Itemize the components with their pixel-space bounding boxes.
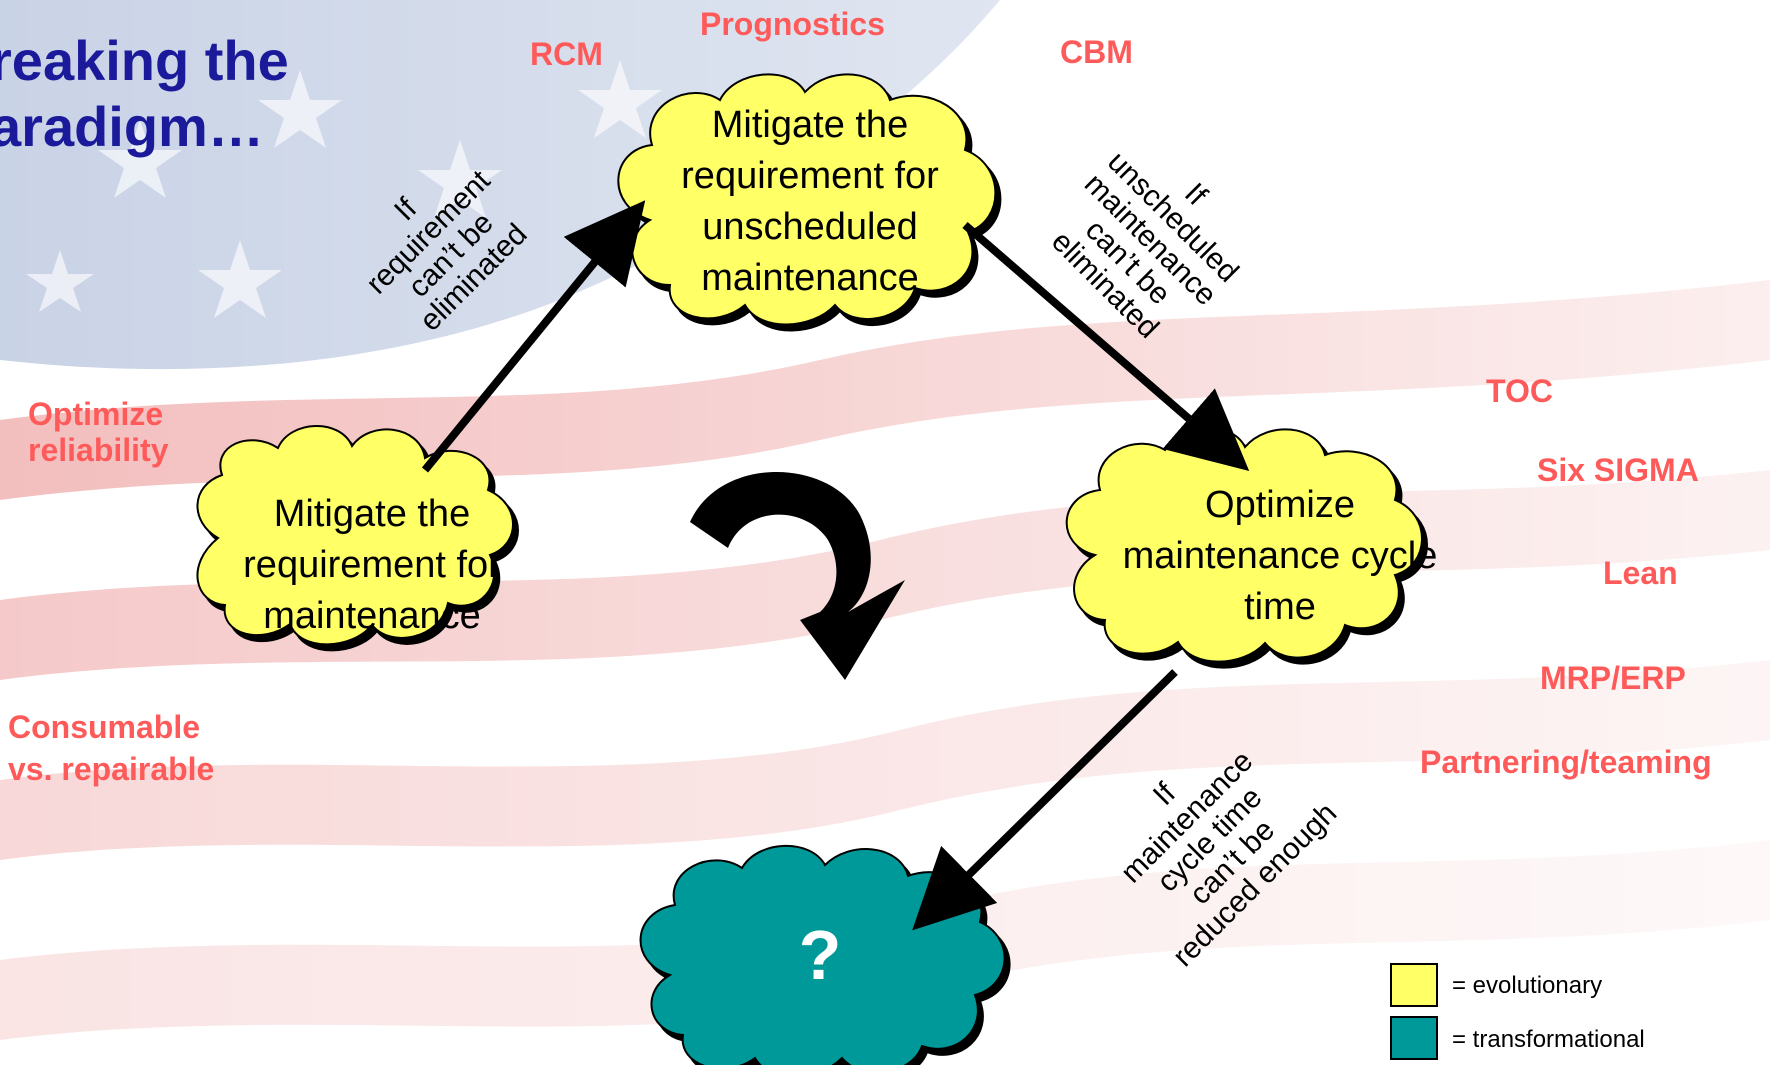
cloud-mitigate-unscheduled [617, 73, 1002, 332]
cloud-text-cycle-time: Optimize maintenance cycle time [1122, 484, 1438, 628]
arrow-to-unknown [912, 669, 1178, 931]
method-prognostics: Prognostics [700, 6, 885, 42]
legend-label-transformational: = transformational [1452, 1026, 1645, 1053]
method-toc: TOC [1486, 373, 1553, 409]
method-consumable: Consumable vs. repairable [8, 709, 215, 787]
method-six-sigma: Six SIGMA [1537, 452, 1699, 488]
method-rcm: RCM [530, 36, 603, 72]
cycle-rotate-icon [690, 471, 905, 680]
cloud-text-unknown: ? [798, 916, 842, 994]
arrow-to-cycle-time [962, 221, 1250, 471]
method-optimize-reliability: Optimize reliability [28, 396, 169, 468]
method-lean: Lean [1603, 555, 1678, 591]
cloud-text-unscheduled: Mitigate the requirement for unscheduled… [681, 104, 939, 299]
cloud-text-maintenance: Mitigate the requirement for maintenance [243, 493, 501, 637]
method-partnering: Partnering/teaming [1420, 744, 1712, 780]
method-mrp-erp: MRP/ERP [1540, 660, 1686, 696]
method-cbm: CBM [1060, 34, 1133, 70]
cloud-mitigate-maintenance [196, 425, 519, 652]
slide-title: reaking the aradigm… [0, 29, 289, 158]
cloud-optimize-cycle-time [1065, 426, 1428, 669]
legend-swatch-transformational [1390, 1016, 1438, 1060]
legend-label-evolutionary: = evolutionary [1452, 972, 1603, 999]
legend-swatch-evolutionary [1390, 963, 1438, 1007]
arrow-to-unscheduled [421, 200, 646, 473]
